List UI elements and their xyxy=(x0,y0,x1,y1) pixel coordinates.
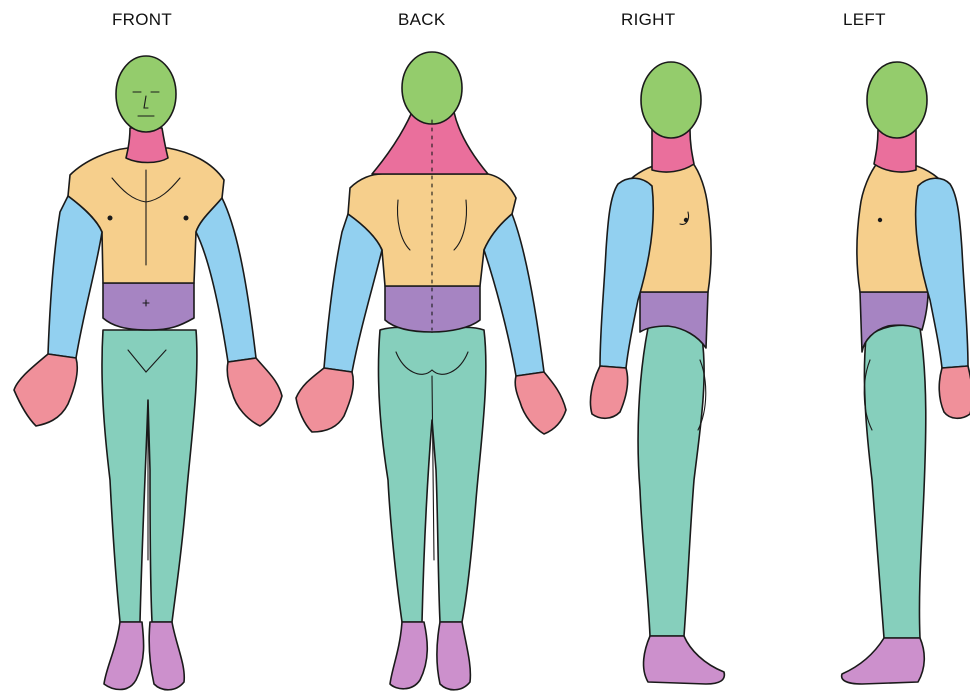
left-arm-region[interactable] xyxy=(916,178,968,368)
back-right-hand-region[interactable] xyxy=(515,372,566,434)
back-right-foot-region[interactable] xyxy=(437,622,470,690)
left-foot-region[interactable] xyxy=(842,638,925,684)
right-hand-region[interactable] xyxy=(590,366,627,418)
front-left-hand-region[interactable] xyxy=(227,358,282,426)
right-legs-region[interactable] xyxy=(638,325,704,636)
back-head-region[interactable] xyxy=(402,52,462,124)
front-right-foot-region[interactable] xyxy=(149,622,184,690)
front-right-arm-region[interactable] xyxy=(48,196,102,358)
right-side-figure xyxy=(590,62,724,684)
front-legs-region[interactable] xyxy=(102,330,197,622)
right-head-region[interactable] xyxy=(641,62,701,138)
left-side-figure xyxy=(842,62,970,684)
left-head-region[interactable] xyxy=(867,62,927,138)
back-legs-region[interactable] xyxy=(378,327,485,622)
front-figure xyxy=(14,56,282,690)
back-left-hand-region[interactable] xyxy=(296,368,353,432)
front-left-foot-region[interactable] xyxy=(104,622,144,690)
back-left-foot-region[interactable] xyxy=(390,622,427,689)
front-neck-region[interactable] xyxy=(126,128,168,163)
left-hand-region[interactable] xyxy=(939,366,970,418)
front-head-region[interactable] xyxy=(116,56,176,132)
left-legs-region[interactable] xyxy=(864,325,925,638)
back-figure xyxy=(296,52,566,690)
back-abdomen-region[interactable] xyxy=(385,286,480,332)
front-right-hand-region[interactable] xyxy=(14,354,77,426)
back-right-arm-region[interactable] xyxy=(484,214,544,376)
front-left-arm-region[interactable] xyxy=(196,198,256,362)
right-foot-region[interactable] xyxy=(644,636,725,684)
front-abdomen-region[interactable] xyxy=(103,283,194,330)
back-left-arm-region[interactable] xyxy=(324,214,382,372)
